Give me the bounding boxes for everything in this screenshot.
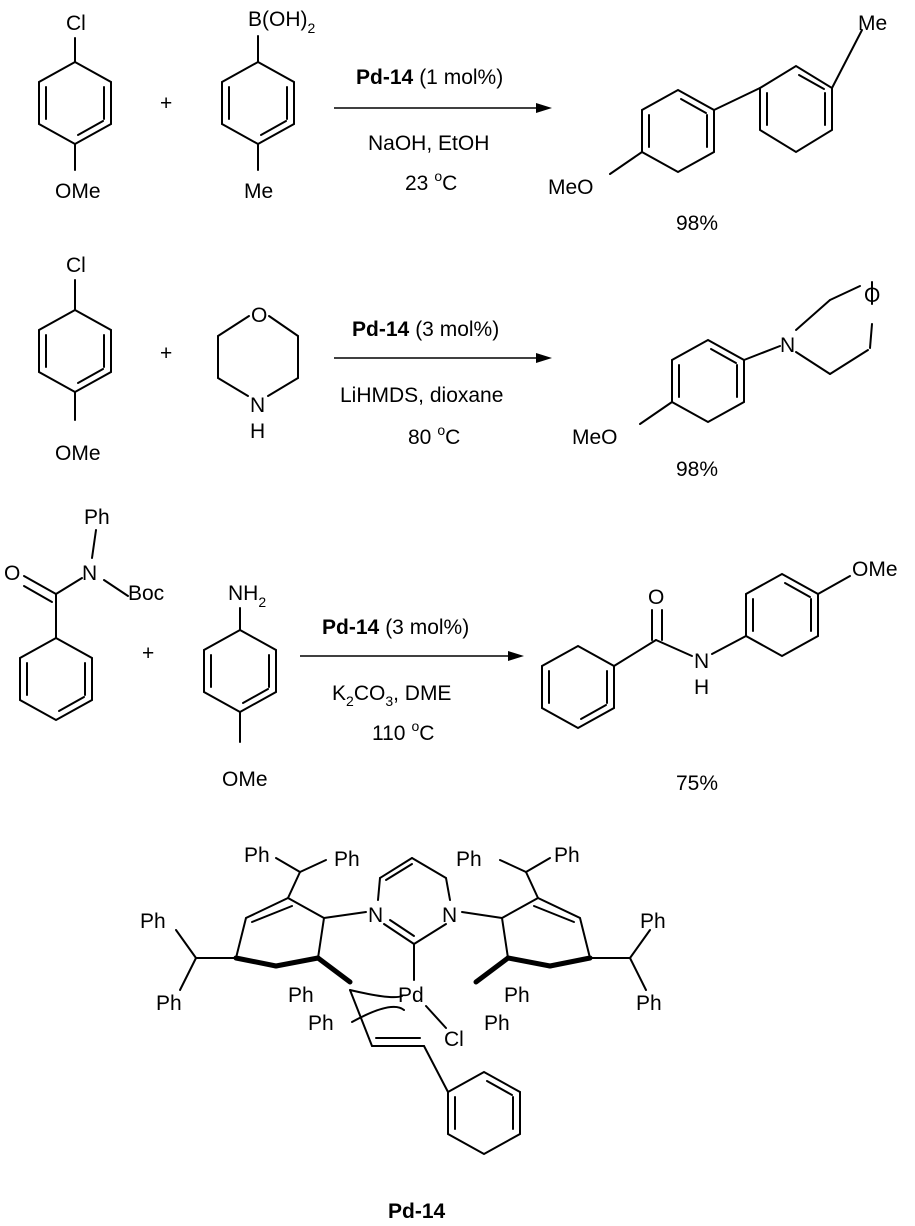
methoxy-label: OMe (55, 180, 101, 203)
methoxy-label: OMe (55, 442, 101, 465)
product-methoxy-label: OMe (852, 558, 898, 581)
methyl-label: Me (244, 180, 273, 203)
chloro-label: Cl (66, 12, 86, 35)
reactant-chloroanisole-2: Cl OMe (38, 254, 112, 465)
ph-label: Ph (334, 848, 360, 871)
reactant-chloroanisole-1: Cl OMe (38, 12, 112, 203)
conditions-1: NaOH, EtOH (368, 132, 489, 155)
palladium-label: Pd (398, 984, 424, 1007)
reaction-1: Cl OMe + B(OH)2 Me Pd-14(1 mol%) NaOH, (38, 8, 887, 235)
ph-label: Ph (308, 1012, 334, 1035)
catalyst-loading-3: Pd-14(3 mol%) (322, 616, 469, 639)
boc-label: Boc (128, 582, 164, 605)
ph-label: Ph (456, 848, 482, 871)
catalyst-loading-1: Pd-14(1 mol%) (356, 66, 503, 89)
ph-label: Ph (484, 1012, 510, 1035)
product-aryl-morpholine: N O MeO 98% (572, 281, 880, 481)
product-nitrogen: N (780, 334, 795, 357)
product-hydrogen: H (694, 676, 709, 699)
amide-oxygen: O (4, 562, 20, 585)
product-methoxy-label: MeO (548, 176, 594, 199)
morpholine-nitrogen: N (250, 394, 265, 417)
ph-label: Ph (504, 984, 530, 1007)
amide-nitrogen: N (82, 562, 97, 585)
conditions-2: LiHMDS, dioxane (340, 384, 503, 407)
chloro-label: Cl (66, 254, 86, 277)
amide-phenyl-label: Ph (84, 506, 110, 529)
ph-label: Ph (636, 992, 662, 1015)
conditions-3: K2CO3, DME (332, 682, 451, 709)
methoxy-label: OMe (222, 768, 268, 791)
catalyst-pd14-structure: N N Pd Cl Ph Ph Ph Ph Ph Ph (140, 844, 666, 1223)
nhc-nitrogen-left: N (368, 904, 383, 927)
ph-label: Ph (244, 844, 270, 867)
ph-label: Ph (140, 910, 166, 933)
product-oxygen: O (648, 586, 664, 609)
plus-sign: + (160, 342, 172, 365)
reactant-anisidine: NH2 OMe (203, 582, 277, 791)
reactant-boc-amide: Ph N Boc O (4, 506, 164, 722)
boronic-acid-label: B(OH)2 (248, 8, 316, 36)
reactant-morpholine: O N H (217, 304, 299, 443)
ph-label: Ph (288, 984, 314, 1007)
yield-2: 98% (676, 458, 718, 481)
product-methyl-label: Me (858, 12, 887, 35)
ph-label: Ph (554, 844, 580, 867)
morpholine-hydrogen: H (250, 420, 265, 443)
reaction-3: Ph N Boc O + NH2 OMe Pd-14(3 (4, 506, 898, 795)
catalyst-loading-2: Pd-14(3 mol%) (352, 318, 499, 341)
ph-label: Ph (156, 992, 182, 1015)
nhc-nitrogen-right: N (442, 904, 457, 927)
plus-sign: + (160, 92, 172, 115)
yield-1: 98% (676, 212, 718, 235)
product-oxygen: O (864, 284, 880, 307)
reactant-tolylboronic-acid: B(OH)2 Me (221, 8, 316, 203)
yield-3: 75% (676, 772, 718, 795)
morpholine-oxygen: O (251, 304, 267, 327)
product-nitrogen: N (694, 650, 709, 673)
catalyst-name-label: Pd-14 (388, 1200, 446, 1223)
chloride-label: Cl (444, 1028, 464, 1051)
reaction-2: Cl OMe + O N H Pd-14(3 mol%) LiHMDS, dio… (38, 254, 880, 481)
amine-label: NH2 (228, 582, 266, 610)
plus-sign: + (142, 642, 154, 665)
ph-label: Ph (640, 910, 666, 933)
product-methoxy-label: MeO (572, 426, 618, 449)
product-biaryl: Me MeO 98% (548, 12, 887, 235)
product-benzanilide: O N H OMe 75% (541, 558, 898, 795)
